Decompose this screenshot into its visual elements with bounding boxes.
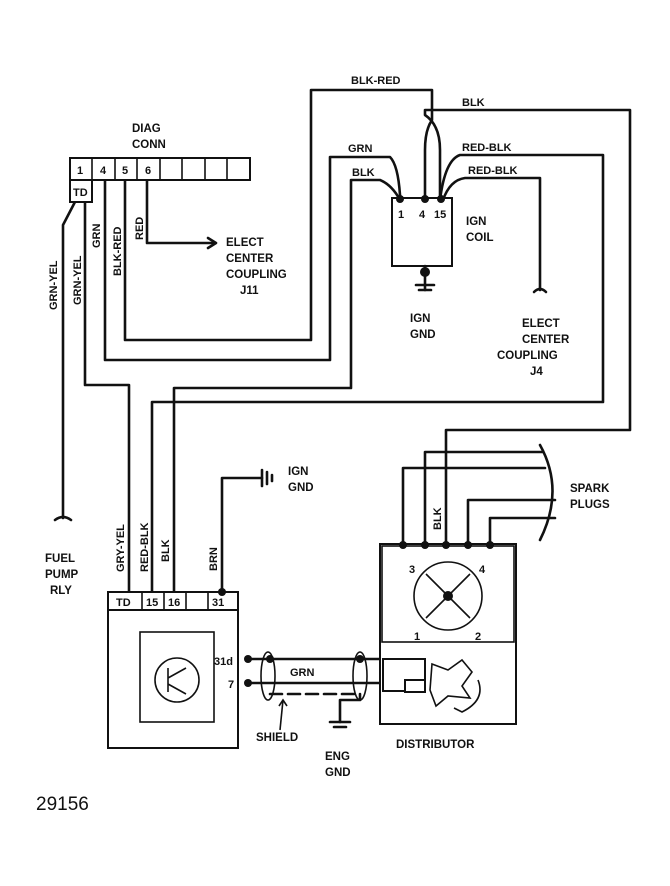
- wire-end-icon: [532, 287, 548, 294]
- elect-center-j4: ELECT CENTER COUPLING J4: [497, 287, 570, 378]
- j11-line-2: CENTER: [226, 253, 274, 265]
- connector-arrow-icon: [206, 236, 218, 250]
- wire-plug-3: [466, 498, 557, 547]
- arrow-icon: [278, 698, 288, 707]
- diag-pin-1: 1: [77, 165, 83, 177]
- ign-gnd-upper-2: GND: [288, 482, 314, 494]
- label-blk-dist: BLK: [432, 507, 444, 530]
- diag-pin-4: 4: [100, 165, 107, 177]
- wire-blk-coil: [172, 178, 402, 597]
- diag-conn-title-1: DIAG: [132, 123, 161, 135]
- fuel-pump-line-2: PUMP: [45, 569, 79, 581]
- wire-grn: [103, 155, 402, 362]
- module-pin-15: 15: [146, 597, 158, 609]
- diag-pin-6: 6: [145, 165, 151, 177]
- j4-line-3: COUPLING: [497, 350, 558, 362]
- wire-brn: [220, 476, 264, 592]
- diag-conn-title-2: CONN: [132, 139, 166, 151]
- eng-gnd-2: GND: [325, 767, 351, 779]
- wire-red-blk-2: [441, 176, 542, 292]
- ignition-module: TD 15 16 31 31d 7: [107, 588, 274, 749]
- label-red-blk-v: RED-BLK: [139, 522, 151, 572]
- module-term-31d: 31d: [214, 656, 233, 668]
- diag-td-label: TD: [73, 187, 88, 199]
- label-grn-coil: GRN: [348, 143, 373, 155]
- coil-pin-1: 1: [398, 209, 404, 221]
- label-brn: BRN: [208, 547, 220, 571]
- wire-gry-yel: [83, 198, 131, 597]
- eng-gnd-1: ENG: [325, 751, 350, 763]
- module-pin-31: 31: [212, 597, 224, 609]
- ign-gnd-lower-1: IGN: [410, 313, 430, 325]
- wire-blk-red: [123, 88, 434, 342]
- wire-blk-dist: [423, 108, 632, 547]
- wire-red: [145, 178, 217, 245]
- label-red: RED: [134, 217, 146, 240]
- shield-label: SHIELD: [256, 732, 298, 744]
- cap-num-4: 4: [479, 564, 486, 576]
- label-grn-yel-2: GRN-YEL: [72, 255, 84, 305]
- wire-plug-2: [423, 450, 545, 547]
- ign-gnd-lower-2: GND: [410, 329, 436, 341]
- label-blk-v: BLK: [160, 539, 172, 562]
- ign-gnd-upper-1: IGN: [288, 466, 308, 478]
- ign-gnd-upper: IGN GND: [260, 466, 314, 494]
- j4-line-4: J4: [530, 366, 543, 378]
- j11-line-3: COUPLING: [226, 269, 287, 281]
- diag-connector: 1 4 5 6 TD DIAG CONN: [69, 123, 251, 203]
- ign-coil: 1 4 15 IGN COIL IGN GND: [391, 195, 493, 341]
- figure-id: 29156: [36, 794, 89, 815]
- spark-plugs: SPARK PLUGS: [538, 443, 610, 542]
- ign-coil-label-2: COIL: [466, 232, 493, 244]
- distributor: 3 4 1 2 DISTRIBUTOR: [379, 541, 517, 751]
- coil-pin-4: 4: [419, 209, 426, 221]
- cap-num-3: 3: [409, 564, 415, 576]
- distributor-label: DISTRIBUTOR: [396, 739, 475, 751]
- label-red-blk-1: RED-BLK: [462, 142, 512, 154]
- elect-center-j11: ELECT CENTER COUPLING J11: [206, 236, 287, 297]
- label-blk-red-v: BLK-RED: [112, 226, 124, 276]
- fuel-pump-line-1: FUEL: [45, 553, 75, 565]
- cap-num-1: 1: [414, 631, 420, 643]
- label-blk-top: BLK: [462, 97, 485, 109]
- ign-coil-label-1: IGN: [466, 216, 486, 228]
- rotation-arrow-icon: [453, 679, 481, 713]
- wire-plug-4: [488, 516, 557, 547]
- module-term-7: 7: [228, 679, 234, 691]
- module-pin-td: TD: [116, 597, 131, 609]
- fuel-pump-line-3: RLY: [50, 585, 72, 597]
- transistor-icon: [167, 667, 187, 695]
- wire-grn-yel: [61, 198, 78, 520]
- spark-plugs-line-2: PLUGS: [570, 499, 610, 511]
- label-grn: GRN: [91, 224, 103, 249]
- wire-end-icon: [53, 515, 73, 522]
- j4-line-2: CENTER: [522, 334, 570, 346]
- cap-num-2: 2: [475, 631, 481, 643]
- wire-labels: BLK-RED BLK GRN BLK RED-BLK RED-BLK GRN-…: [48, 75, 518, 679]
- label-red-blk-2: RED-BLK: [468, 165, 518, 177]
- j11-line-1: ELECT: [226, 237, 264, 249]
- wire-plug-1: [401, 466, 547, 547]
- fuel-pump-relay: FUEL PUMP RLY: [45, 515, 79, 597]
- wire-eng-gnd: [338, 692, 362, 724]
- wires: [61, 88, 632, 724]
- module-pin-16: 16: [168, 597, 180, 609]
- label-blk-coil: BLK: [352, 167, 375, 179]
- j4-line-1: ELECT: [522, 318, 560, 330]
- j11-line-4: J11: [240, 285, 259, 297]
- wire-red-blk-1: [150, 153, 605, 597]
- spark-plugs-line-1: SPARK: [570, 483, 610, 495]
- trigger-wheel-icon: [429, 658, 474, 708]
- coil-pin-15: 15: [434, 209, 446, 221]
- label-blk-red: BLK-RED: [351, 75, 401, 87]
- label-gry-yel: GRY-YEL: [115, 524, 127, 572]
- shield-assembly: SHIELD ENG GND: [256, 651, 387, 779]
- label-grn-shield: GRN: [290, 667, 315, 679]
- label-grn-yel: GRN-YEL: [48, 260, 60, 310]
- diag-pin-5: 5: [122, 165, 128, 177]
